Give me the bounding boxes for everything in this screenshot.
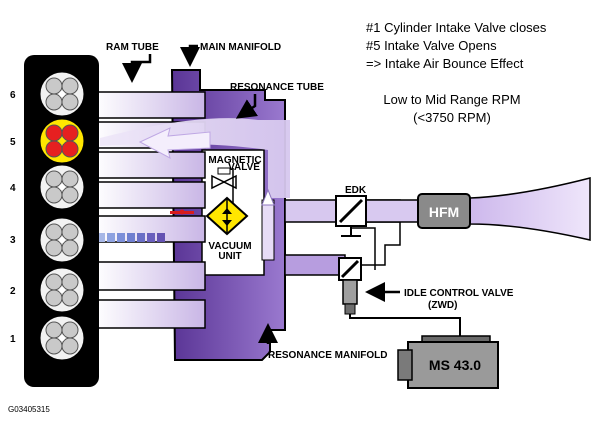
magnetic-valve: MAGNETIC VALVE — [208, 155, 262, 205]
magnetic-valve-label-1: MAGNETIC — [208, 155, 261, 166]
valve — [61, 170, 79, 188]
spark-plug — [59, 335, 65, 341]
cylinder-2 — [39, 267, 85, 313]
ram-tube-1 — [94, 299, 206, 329]
ram-tube-3 — [94, 181, 206, 209]
spark-plug — [59, 138, 65, 144]
intake-duct — [364, 177, 591, 241]
cylinder-number-6: 6 — [10, 90, 16, 101]
ram-tube-6 — [94, 91, 206, 119]
note-line-2: #5 Intake Valve Opens — [366, 38, 497, 53]
ecu-label: MS 43.0 — [429, 357, 481, 373]
hfm-label: HFM — [429, 204, 459, 220]
ecu-wiring — [349, 227, 461, 340]
rpm-line-2: (<3750 RPM) — [413, 110, 491, 125]
cylinder-number-2: 2 — [10, 286, 16, 297]
cylinder-numbers: 6 5 4 3 2 1 — [10, 90, 16, 345]
cylinder-group — [39, 71, 85, 361]
cylinder-1 — [39, 315, 85, 361]
spark-plug — [59, 184, 65, 190]
valve — [61, 124, 79, 142]
spark-plug — [59, 287, 65, 293]
valve — [45, 239, 63, 257]
valve — [61, 289, 79, 307]
hfm-sensor: HFM — [417, 193, 471, 229]
vacuum-unit-label-2: UNIT — [218, 251, 241, 262]
notes: #1 Cylinder Intake Valve closes #5 Intak… — [366, 20, 547, 125]
resonance-tube-label: RESONANCE TUBE — [230, 82, 324, 93]
air-intake-funnel — [469, 177, 591, 241]
edk-label: EDK — [345, 185, 367, 196]
cylinder-number-4: 4 — [10, 183, 16, 194]
idle-control-valve-label-1: IDLE CONTROL VALVE — [404, 288, 514, 299]
valve — [61, 93, 79, 111]
cylinder-number-3: 3 — [10, 235, 16, 246]
valve — [45, 289, 63, 307]
rpm-line-1: Low to Mid Range RPM — [383, 92, 520, 107]
valve — [45, 337, 63, 355]
idle-control-valve — [338, 222, 401, 315]
main-manifold-label: MAIN MANIFOLD — [200, 42, 281, 53]
valve — [61, 223, 79, 241]
valve — [61, 186, 79, 204]
cylinder-3 — [39, 217, 85, 263]
valve — [61, 239, 79, 257]
valve — [61, 273, 79, 291]
cylinder-6 — [39, 71, 85, 117]
flow-path — [100, 118, 401, 276]
valve — [61, 140, 79, 158]
ram-tube-2 — [94, 261, 206, 291]
vacuum-unit-label-1: VACUUM — [208, 241, 251, 252]
cylinder-5 — [39, 118, 85, 164]
valve — [45, 140, 63, 158]
magnetic-valve-label-2: VALVE — [228, 162, 260, 173]
note-line-3: => Intake Air Bounce Effect — [366, 56, 524, 71]
valve — [61, 321, 79, 339]
callouts: RAM TUBE MAIN MANIFOLD RESONANCE TUBE ID… — [106, 42, 514, 361]
valve — [61, 337, 79, 355]
valve — [61, 77, 79, 95]
spark-plug — [59, 91, 65, 97]
valve — [45, 223, 63, 241]
valve — [45, 170, 63, 188]
figure-code: G03405315 — [8, 405, 50, 414]
resonance-manifold-label: RESONANCE MANIFOLD — [268, 350, 387, 361]
engine-block — [24, 55, 99, 387]
cylinder-number-5: 5 — [10, 137, 16, 148]
valve — [45, 186, 63, 204]
ram-tube-label: RAM TUBE — [106, 42, 159, 53]
ecu-ms43: MS 43.0 — [397, 335, 499, 389]
valve — [45, 273, 63, 291]
edk-throttle: EDK — [335, 185, 367, 237]
vacuum-unit: VACUUM UNIT — [205, 196, 252, 262]
valve — [45, 93, 63, 111]
note-line-1: #1 Cylinder Intake Valve closes — [366, 20, 547, 35]
ram-tube-4 — [94, 151, 206, 179]
valve — [45, 124, 63, 142]
spark-plug — [59, 237, 65, 243]
valve — [45, 321, 63, 339]
idle-control-valve-label-2: (ZWD) — [428, 300, 457, 311]
cylinder-number-1: 1 — [10, 334, 16, 345]
valve — [45, 77, 63, 95]
cylinder-4 — [39, 164, 85, 210]
